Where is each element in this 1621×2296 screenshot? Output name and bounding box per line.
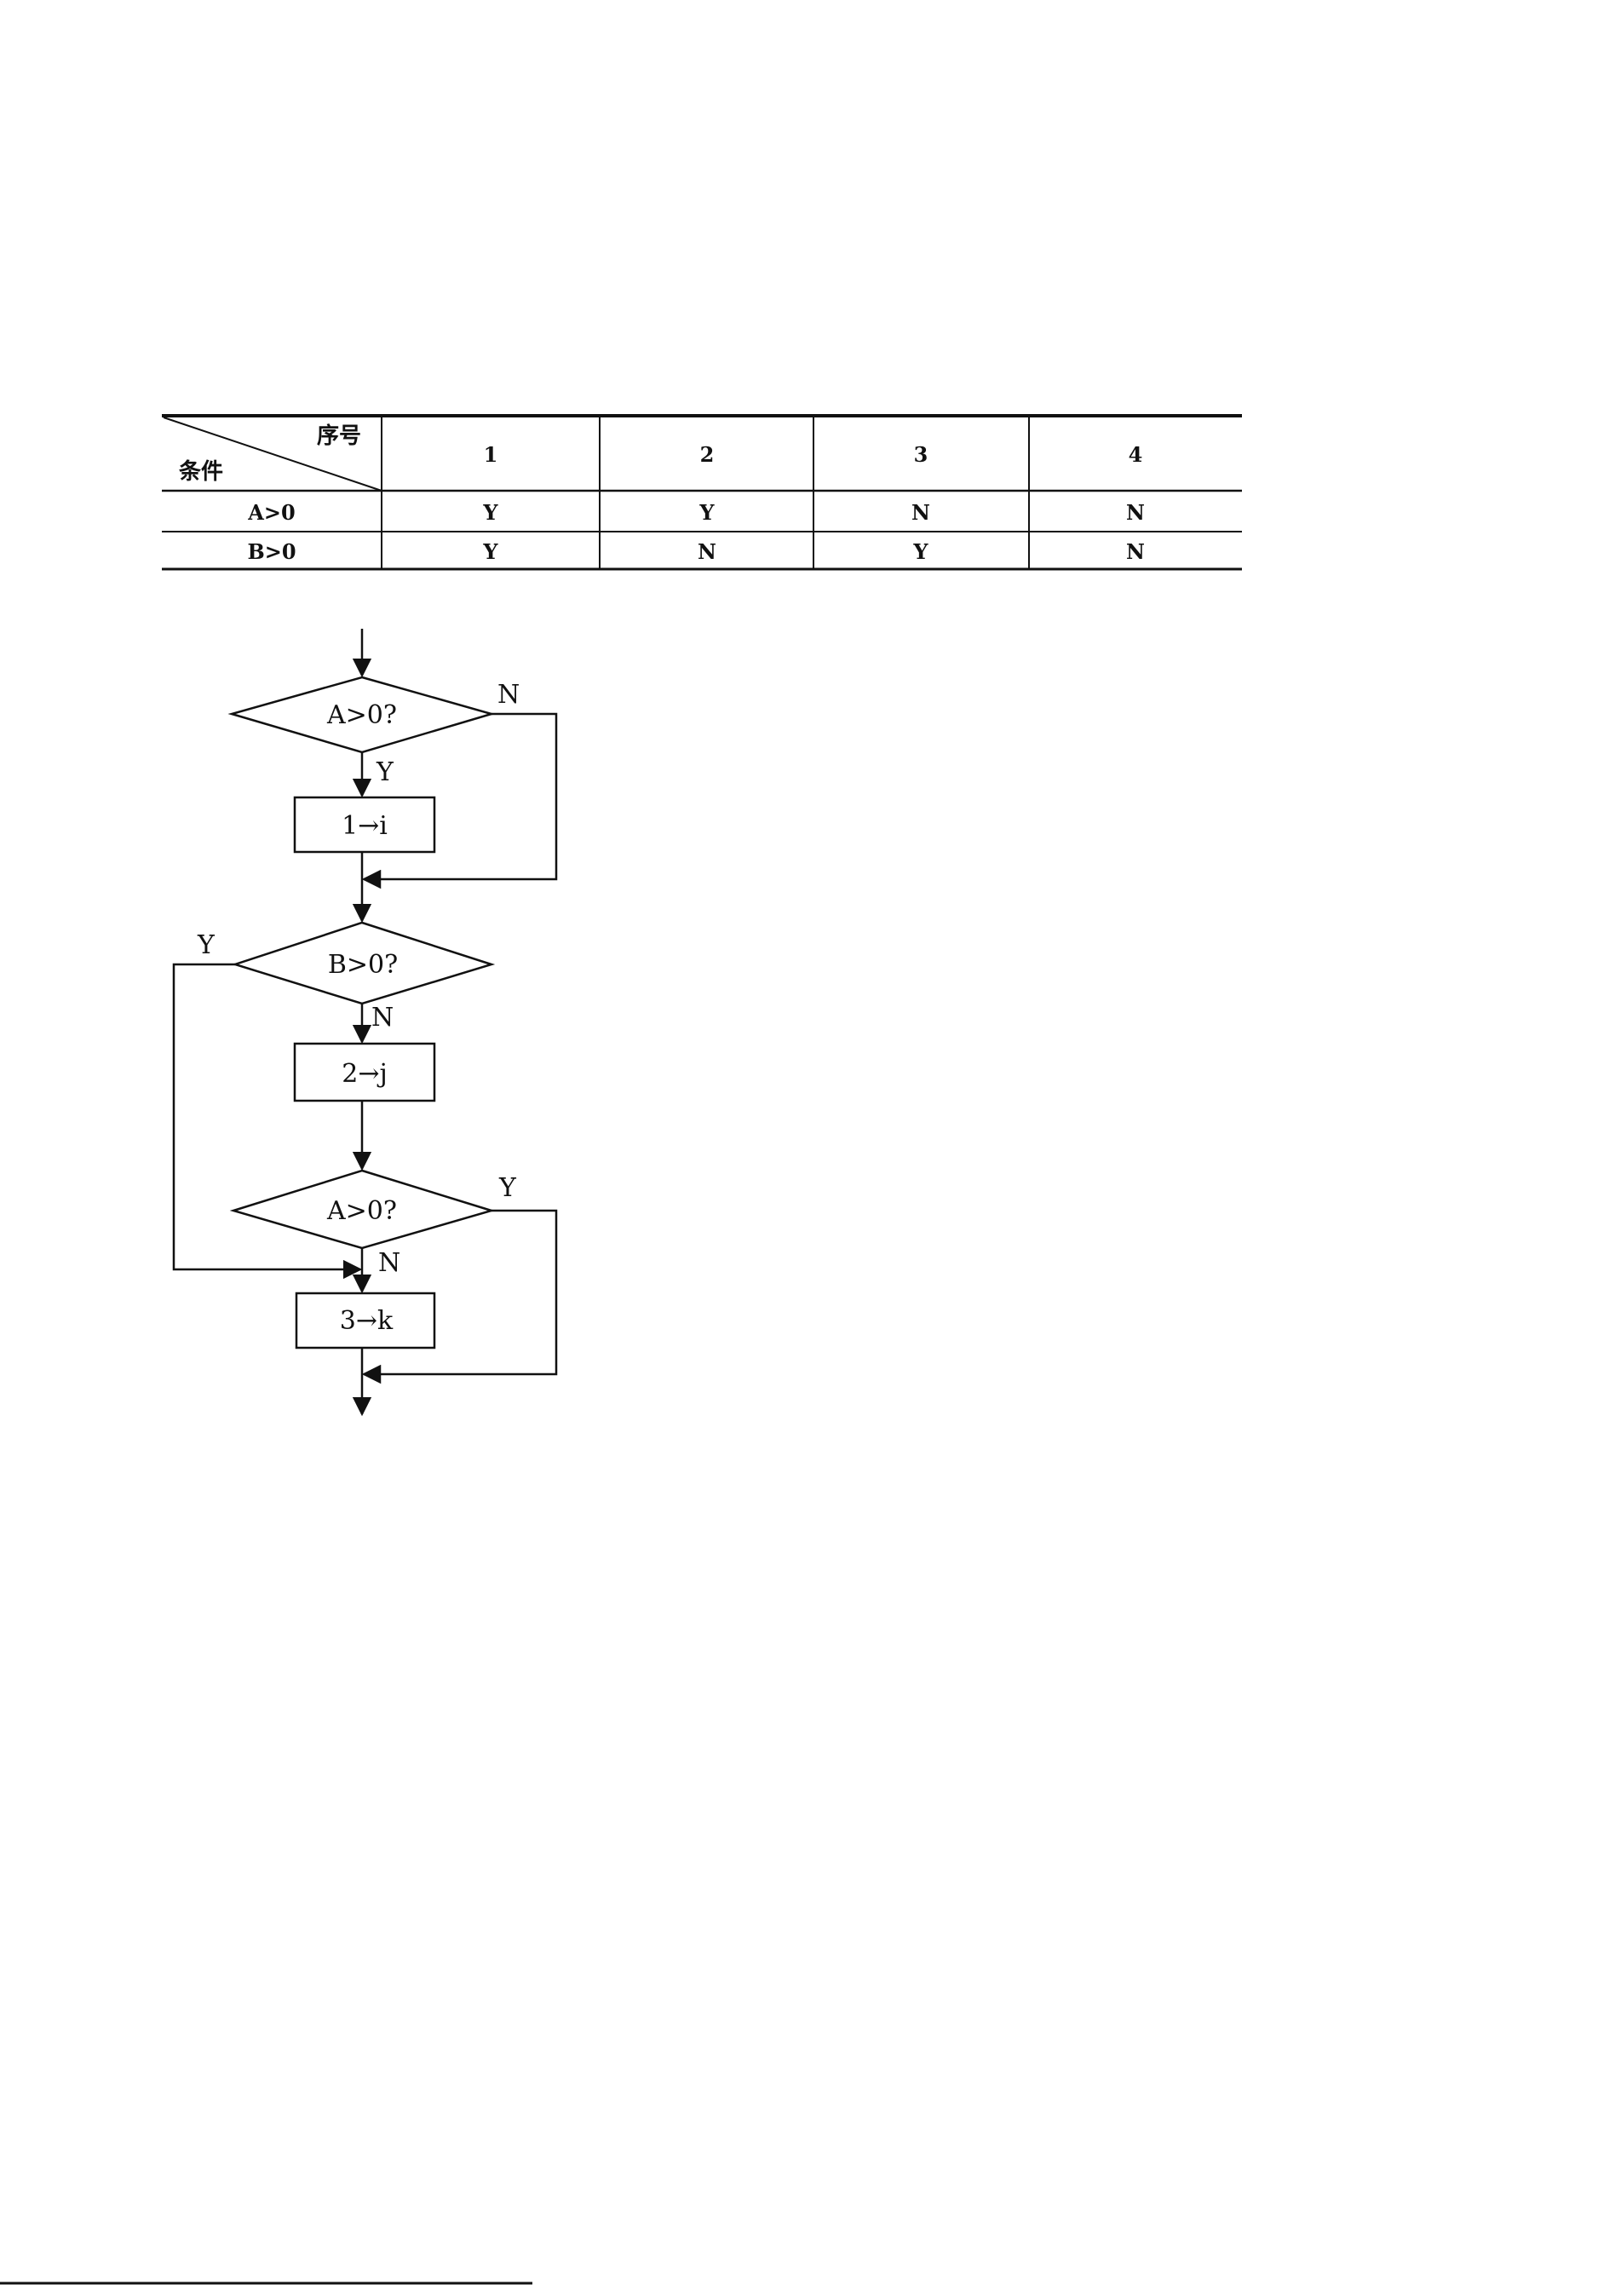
decision-a-positive-1-label: A>0?: [326, 700, 397, 730]
table-column-header: 4: [1129, 442, 1143, 467]
decision1-yes-label: Y: [376, 757, 394, 787]
decision3-no-label: N: [378, 1248, 400, 1278]
decision2-no-label: N: [371, 1003, 394, 1033]
process-assign-k-label: 3→k: [340, 1306, 394, 1336]
table-row-label: B>0: [247, 539, 296, 564]
table-cell: Y: [482, 539, 498, 564]
table-column-header: 3: [914, 442, 928, 467]
table-cell: Y: [698, 500, 715, 525]
process-assign-j-label: 2→j: [342, 1059, 388, 1089]
table-cell: N: [698, 539, 716, 564]
truth-table-text: 序号 条件 1 2 3 4 A>0 Y Y N N B>0 Y N Y N: [179, 423, 1145, 564]
table-cell: N: [1126, 500, 1145, 525]
process-assign-i-label: 1→i: [342, 811, 388, 841]
decision-b-positive-label: B>0?: [328, 950, 398, 980]
decision2-yes-label: Y: [197, 930, 216, 960]
table-cell: N: [911, 500, 930, 525]
decision-a-positive-2-label: A>0?: [326, 1196, 397, 1226]
table-column-header: 1: [484, 442, 498, 467]
table-cell: Y: [482, 500, 498, 525]
table-cell: N: [1126, 539, 1145, 564]
table-corner-bottom-label: 条件: [179, 459, 223, 485]
decision3-yes-label: Y: [498, 1173, 517, 1203]
table-cell: Y: [912, 539, 928, 564]
table-corner-top-label: 序号: [317, 423, 361, 449]
decision1-no-label: N: [497, 680, 520, 710]
flowchart: [174, 629, 556, 1414]
table-row-label: A>0: [247, 500, 295, 525]
table-column-header: 2: [700, 442, 715, 467]
